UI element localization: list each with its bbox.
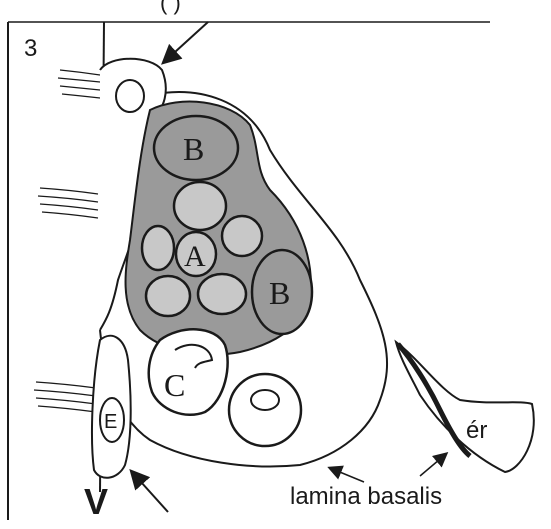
label-b-upper: B xyxy=(183,131,204,167)
cell-c xyxy=(149,329,228,414)
bottom-arrow xyxy=(132,472,168,512)
top-arrow xyxy=(164,22,208,62)
nerve-fibres-middle xyxy=(38,188,98,218)
label-lamina: lamina basalis xyxy=(290,483,442,510)
nerve-fibres-lower xyxy=(34,382,96,412)
lamina-arrow-right xyxy=(420,454,446,476)
a-subcell-left xyxy=(142,226,174,270)
label-vessel: ér xyxy=(466,417,487,444)
lamina-arrow-left xyxy=(330,468,364,482)
a-subcell-bottom xyxy=(198,274,246,314)
a-subcell-top-right xyxy=(222,216,262,256)
nerve-fibres-upper xyxy=(58,70,100,98)
a-subcell-bottom-left xyxy=(146,276,190,316)
label-a: A xyxy=(184,240,206,273)
sustentacular-nucleus xyxy=(116,80,144,112)
label-e: E xyxy=(104,411,117,433)
label-b-lower: B xyxy=(269,275,290,311)
a-subcell-top xyxy=(174,182,226,230)
bottom-left-mark: V xyxy=(84,481,108,522)
cell-lower-round-nucleus xyxy=(251,390,279,410)
label-c: C xyxy=(164,367,185,403)
panel-number: 3 xyxy=(24,35,37,62)
top-label-fragment: ( ) xyxy=(160,0,181,15)
